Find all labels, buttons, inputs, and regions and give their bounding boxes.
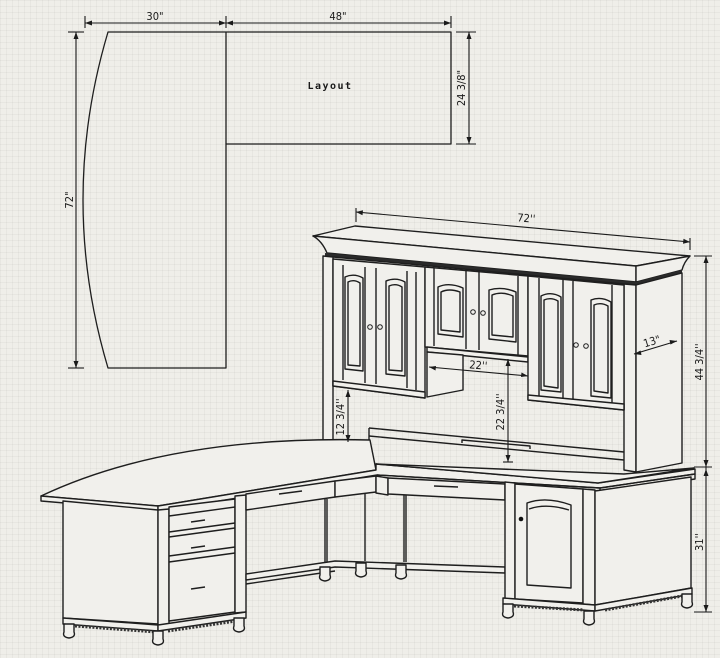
- dim-label-44-3-4: 44 3/4'': [693, 343, 706, 380]
- dim-label-72-hutch: 72'': [517, 211, 536, 226]
- dimension-left-width: 30": [84, 10, 227, 28]
- desk-top: [40, 438, 696, 512]
- hutch: [312, 225, 691, 473]
- plan-outline: [82, 31, 452, 369]
- dim-label-13: 13": [642, 333, 662, 350]
- dim-label-72-plan: 72": [63, 191, 76, 208]
- dim-label-48: 48": [329, 10, 346, 23]
- right-pedestal: [501, 476, 694, 626]
- left-pedestal: [62, 494, 247, 646]
- dimension-right-width: 48": [226, 10, 452, 28]
- dimension-center-opening-height: 22 3/4'': [494, 359, 513, 463]
- dimension-overall-length: 72": [63, 31, 84, 369]
- desk-elevation: 72'' 13" 44 3/4'' 31'' 22'': [40, 208, 712, 646]
- dim-label-12-3-4: 12 3/4'': [334, 398, 347, 435]
- dim-label-31: 31'': [693, 533, 706, 551]
- center-section: [245, 475, 506, 585]
- dimension-hutch-height: 44 3/4'': [693, 255, 712, 468]
- dimension-center-opening-width: 22'': [428, 358, 529, 377]
- dim-label-22: 22'': [469, 358, 488, 373]
- layout-plan: 30" 48" Layout 24 3/8" 72": [63, 10, 476, 369]
- dimension-desk-height: 31'': [693, 467, 712, 613]
- dim-label-24-3-8: 24 3/8": [455, 70, 468, 106]
- plan-title: Layout: [307, 81, 352, 92]
- dimension-side-opening-height: 12 3/4'': [334, 390, 351, 442]
- dimension-hutch-depth: 13": [633, 333, 678, 355]
- dimension-return-depth: 24 3/8": [455, 31, 476, 145]
- dim-label-30: 30": [146, 10, 163, 23]
- dim-label-22-3-4: 22 3/4'': [494, 393, 507, 430]
- dimension-hutch-width: 72'': [355, 208, 691, 250]
